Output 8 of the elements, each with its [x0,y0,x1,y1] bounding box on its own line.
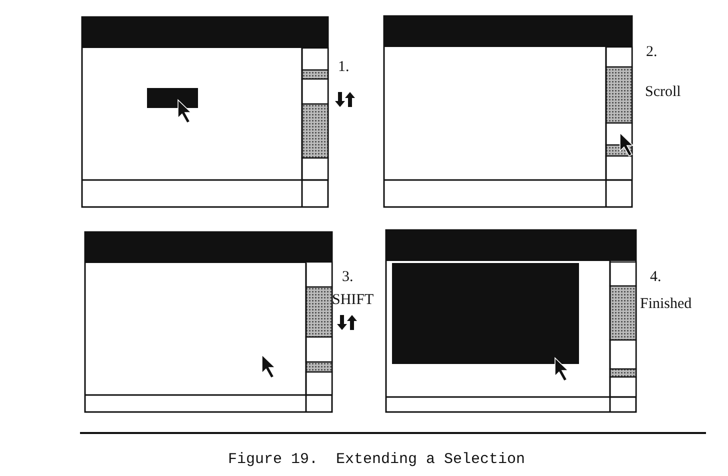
step-label: Finished [640,297,692,312]
step-number: 1. [338,60,350,75]
step-label: Scroll [645,85,681,100]
figure-caption: Figure 19. Extending a Selection [228,452,526,467]
step-number: 4. [650,270,662,285]
step-number: 3. [342,270,354,285]
step-label: SHIFT [332,293,374,308]
step-number: 2. [646,45,658,60]
